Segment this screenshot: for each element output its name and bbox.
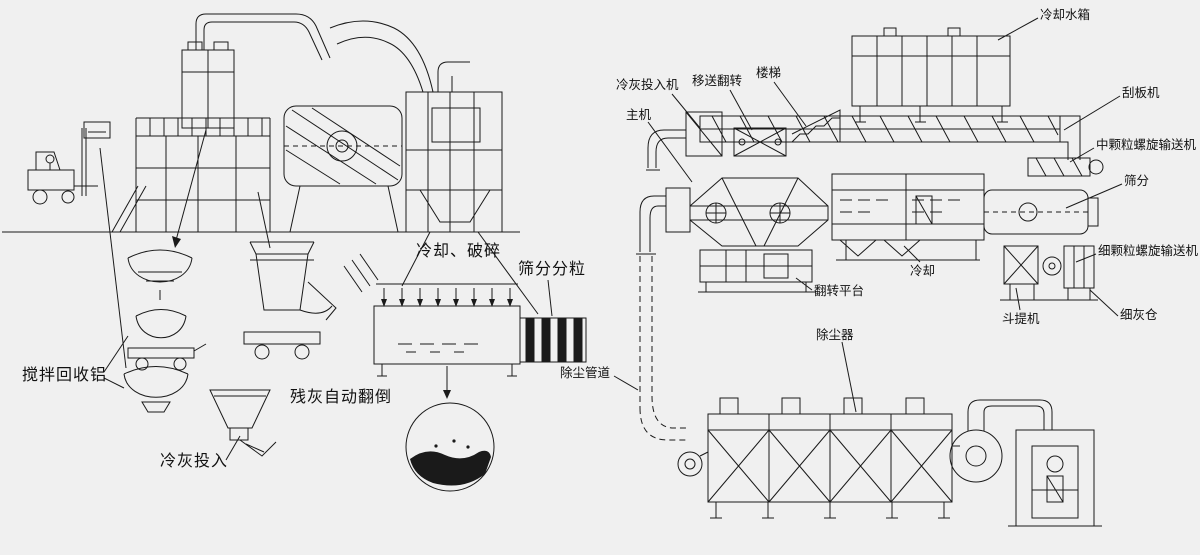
forklift <box>27 121 111 205</box>
screen-block <box>519 317 587 363</box>
label-bucket-elevator: 斗提机 <box>1002 311 1040 326</box>
furnace-plant-structure <box>111 13 434 233</box>
elevator-fines-cluster <box>1000 245 1098 301</box>
label-cooling-crushing: 冷却、破碎 <box>416 241 502 260</box>
cold-ash-feeder-machine <box>685 111 723 157</box>
label-cold-ash-input: 冷灰投入 <box>160 451 229 470</box>
pouring-ladle <box>127 249 193 300</box>
tilting-ladle-cart <box>243 241 337 360</box>
label-fine-ash-bin: 细灰仓 <box>1120 307 1158 322</box>
cooling-crusher-conveyor <box>343 253 521 377</box>
label-transfer-flip: 移送翻转 <box>692 73 743 88</box>
medium-screw-conveyor <box>1027 157 1104 177</box>
label-screening-sizing: 筛分分粒 <box>518 259 587 278</box>
label-stairs: 楼梯 <box>756 65 782 80</box>
dust-collector-body <box>677 397 953 519</box>
label-cooling: 冷却 <box>910 263 936 278</box>
label-dust-pipe: 除尘管道 <box>560 365 611 380</box>
dust-duct-dashed <box>639 256 688 441</box>
screening-cylinder <box>983 189 1099 235</box>
discharge-unit <box>1008 429 1102 527</box>
stairs-structure <box>791 109 841 143</box>
cooling-tower-unit <box>405 61 503 233</box>
ladle-on-cart <box>127 309 207 371</box>
ladle-stack <box>123 366 189 413</box>
scraper-conveyor-machine <box>699 115 1081 160</box>
label-screening: 筛分 <box>1124 173 1150 188</box>
label-fine-particle-screw-conveyor: 细颗粒螺旋输送机 <box>1098 243 1199 258</box>
leader-lines-left <box>103 279 553 461</box>
cooling-water-tank <box>851 27 1011 123</box>
label-cooling-water-tank: 冷却水箱 <box>1040 7 1091 22</box>
label-cold-ash-feeder: 冷灰投入机 <box>616 77 679 92</box>
label-scraper-machine: 刮板机 <box>1122 85 1160 100</box>
label-stir-recover-aluminum: 搅拌回收铝 <box>22 365 108 384</box>
flow-lines-left <box>99 129 539 369</box>
transfer-flip-mechanism <box>733 127 787 157</box>
label-dust-collector: 除尘器 <box>816 327 854 342</box>
label-main-machine: 主机 <box>626 107 652 122</box>
label-residual-ash-auto-dump: 残灰自动翻倒 <box>290 387 393 406</box>
elbow-pipes <box>636 129 686 255</box>
label-flip-platform: 翻转平台 <box>814 283 865 298</box>
product-circle <box>405 366 495 492</box>
leader-lines-right <box>613 17 1123 413</box>
flip-platform-base <box>698 249 816 293</box>
screen-cooling-section <box>831 173 985 261</box>
feed-hopper <box>209 389 277 457</box>
rotary-furnace <box>283 105 403 233</box>
fan-unit <box>949 399 1060 483</box>
main-machine-drum <box>665 177 829 247</box>
label-medium-particle-screw-conveyor: 中颗粒螺旋输送机 <box>1096 137 1197 152</box>
